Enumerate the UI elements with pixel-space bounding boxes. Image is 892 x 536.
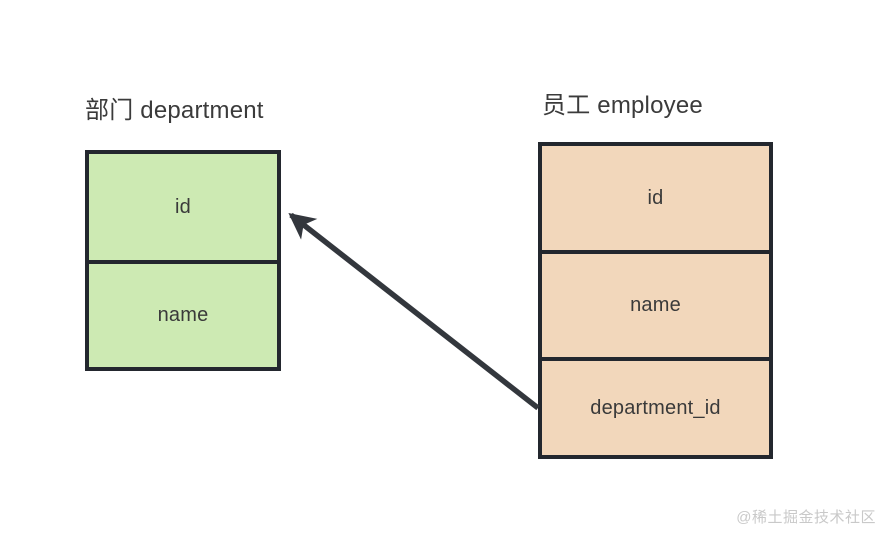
watermark: @稀土掘金技术社区 xyxy=(736,509,876,526)
entity-field-employee-department-id[interactable]: department_id xyxy=(542,357,769,455)
entity-field-employee-id[interactable]: id xyxy=(542,146,769,250)
entity-table-employee[interactable]: id name department_id xyxy=(538,142,773,459)
entity-title-department: 部门 department xyxy=(85,97,264,124)
entity-field-employee-name[interactable]: name xyxy=(542,250,769,357)
entity-field-department-name[interactable]: name xyxy=(89,260,277,367)
entity-table-department[interactable]: id name xyxy=(85,150,281,371)
entity-field-department-id[interactable]: id xyxy=(89,154,277,260)
entity-title-employee: 员工 employee xyxy=(542,92,703,119)
